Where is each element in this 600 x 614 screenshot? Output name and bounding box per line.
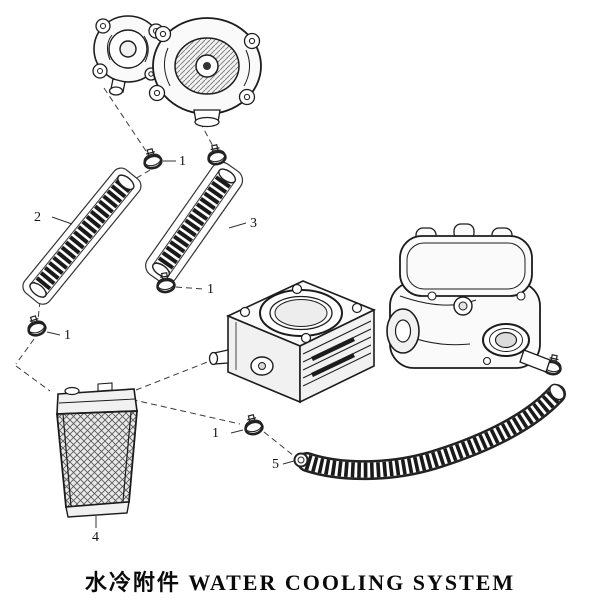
radiator [56,382,138,518]
hose-clamp-left [23,312,49,339]
water-pump-housing [148,17,262,128]
callout-1-bottom: 1 [212,426,219,441]
hose-clamp-top-left [140,145,165,172]
callout-1-top: 1 [179,154,186,169]
hose-clamp-top-right [204,142,228,167]
diagram-caption: 水冷附件 WATER COOLING SYSTEM [85,570,515,595]
water-hose-2 [22,167,142,305]
callout-2: 2 [34,210,41,225]
water-hose-5 [293,383,566,481]
callout-1-middle: 1 [207,282,214,297]
cylinder-block [208,280,376,404]
callout-5: 5 [272,457,279,472]
callout-labels: 1 2 3 1 1 4 1 5 [34,154,295,545]
callout-3: 3 [250,216,257,231]
hose-clamp-bottom [241,412,265,438]
cylinder-head [386,223,551,373]
water-hose-3 [145,161,244,285]
callout-1-left: 1 [64,328,71,343]
water-pump-cover [92,15,164,96]
hose-ferrule [293,452,309,468]
callout-4: 4 [92,530,99,545]
